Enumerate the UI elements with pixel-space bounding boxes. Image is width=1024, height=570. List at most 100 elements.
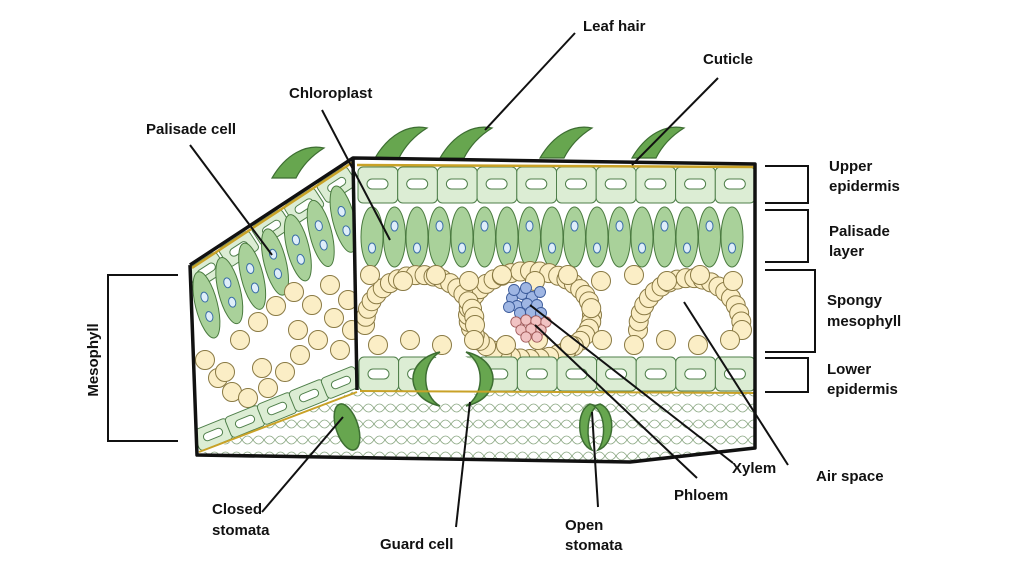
label-closed-stomata-line1: Closed [212, 501, 262, 518]
spongy-mesophyll-cell [368, 335, 388, 355]
spongy-mesophyll-cell [496, 335, 516, 355]
label-spongy-mesophyll-line2: mesophyll [827, 313, 901, 330]
palisade-cell [698, 206, 721, 268]
chloroplast [435, 220, 444, 232]
chloroplast [273, 268, 283, 280]
label-closed-stomata-line2: stomata [212, 522, 270, 539]
layer-brackets [107, 165, 816, 442]
chloroplast [228, 296, 237, 308]
spongy-mesophyll-cell [690, 265, 710, 285]
label-upper-epidermis-line2: epidermis [829, 178, 900, 195]
palisade-cell [360, 206, 384, 268]
open-stomata-cell-right [592, 403, 613, 452]
palisade-cell-body [306, 199, 335, 268]
label-upper-epidermis-line1: Upper [829, 158, 873, 175]
spongy-mesophyll-cell [320, 275, 340, 295]
spongy-mesophyll-cell [324, 308, 344, 328]
leaf-outline [188, 156, 757, 464]
chloroplast [296, 253, 305, 265]
palisade-cell [608, 206, 631, 268]
leader-lines [189, 32, 789, 528]
palisade-cell [585, 206, 609, 268]
spongy-mesophyll-cells-left [195, 275, 357, 408]
chloroplast [268, 248, 278, 260]
palisade-cell [495, 206, 519, 268]
spongy-mesophyll-cell [360, 265, 380, 285]
lower-epidermis-nucleus [525, 368, 548, 380]
xylem-cell [508, 284, 520, 296]
palisade-cell [675, 206, 699, 268]
phloem-cell [531, 331, 543, 343]
lower-epidermis-cell-nucleus [298, 388, 320, 403]
label-lower-epidermis-line1: Lower [827, 361, 871, 378]
spongy-mesophyll-cell [426, 265, 446, 285]
lower-epidermis-cell-nucleus [330, 375, 352, 390]
leaf-hair [438, 126, 494, 159]
leader-palisade-cell [189, 144, 273, 256]
cuticle-layer [191, 160, 756, 453]
leader-chloroplast [321, 109, 391, 241]
upper-epidermis-nucleus [684, 178, 707, 190]
chloroplast [525, 220, 534, 232]
chloroplast [593, 242, 601, 254]
label-open-stomata-line1: Open [565, 517, 603, 534]
leaf-hair [538, 126, 594, 159]
label-lower-epidermis-line2: epidermis [827, 381, 898, 398]
leaf-hairs [270, 126, 686, 179]
leader-air-space [683, 301, 789, 466]
spongy-mesophyll-cell [459, 271, 479, 291]
spongy-mesophyll-cell [581, 298, 602, 319]
spongy-mesophyll-cell [432, 335, 452, 355]
chloroplast [205, 311, 214, 322]
palisade-cell [428, 206, 451, 268]
chloroplast [250, 282, 260, 294]
upper-epidermis-cells [357, 166, 755, 204]
leader-guard-cell [455, 401, 471, 528]
palisade-cell [450, 206, 474, 268]
chloroplast [615, 220, 624, 232]
chloroplast [480, 220, 489, 232]
closed-stomata-cell [333, 403, 361, 451]
palisade-cell [720, 206, 744, 268]
upper-epidermis-nucleus [485, 178, 508, 190]
spongy-mesophyll-cell [492, 265, 512, 285]
spongy-mesophyll-cell [657, 271, 677, 291]
label-spongy-mesophyll-line1: Spongy [827, 292, 883, 309]
palisade-cell [563, 206, 586, 268]
palisade-cell-left [306, 199, 335, 268]
chloroplast [368, 242, 376, 254]
leaf-hair [373, 126, 429, 159]
chloroplast [342, 225, 351, 237]
guard-cell-left [412, 351, 441, 407]
palisade-cell-body [215, 256, 244, 325]
lower-epidermis-cell-left [288, 379, 330, 412]
spongy-mesophyll-cell [624, 335, 644, 355]
lower-epidermis-cell-left [256, 392, 298, 425]
palisade-cell [405, 206, 429, 268]
spongy-mesophyll-cell [290, 345, 310, 365]
upper-epidermis-nucleus [366, 178, 389, 190]
palisade-cells [360, 206, 744, 268]
leader-closed-stomata [261, 416, 344, 513]
palisade-cell-left [215, 256, 244, 325]
chloroplast [413, 242, 421, 254]
palisade-cell [473, 206, 496, 268]
upper-epidermis-nucleus [565, 178, 587, 190]
leader-cuticle [631, 77, 719, 166]
xylem-cell [503, 301, 515, 313]
stomatal-pore [422, 354, 482, 402]
upper-epidermis-nucleus [644, 178, 667, 190]
palisade-cell-body [192, 271, 221, 339]
label-cuticle: Cuticle [703, 51, 753, 68]
spongy-mesophyll-cell [624, 265, 644, 285]
chloroplast [503, 242, 511, 254]
lower-epidermis-cells-left [192, 366, 357, 451]
chloroplast [728, 242, 736, 254]
label-guard-cell: Guard cell [380, 536, 453, 553]
spongy-mesophyll-cell [591, 271, 611, 291]
leader-open-stomata [591, 411, 599, 508]
spongy-mesophyll-cell [558, 265, 578, 285]
lower-epidermis-cell-nucleus [266, 401, 288, 416]
spongy-mesophyll-cell [284, 282, 304, 302]
